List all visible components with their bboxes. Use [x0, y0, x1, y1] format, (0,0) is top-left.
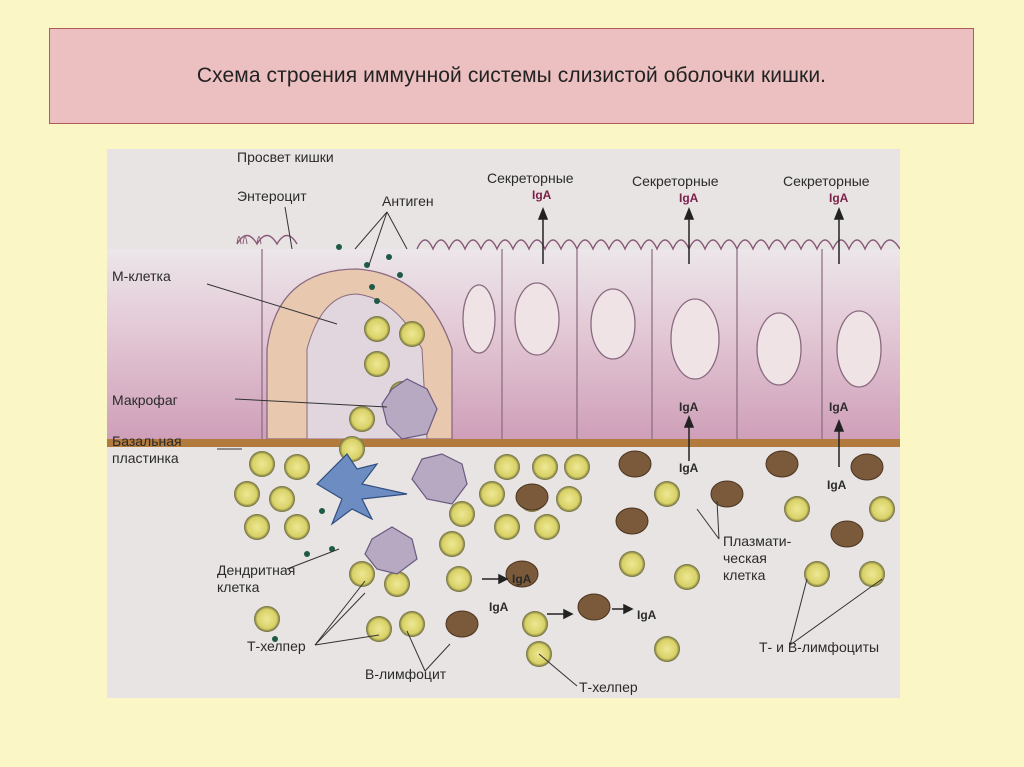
- label-iga-7: IgA: [827, 478, 847, 492]
- label-iga-6: IgA: [679, 461, 699, 475]
- slide-title: Схема строения иммунной системы слизисто…: [196, 64, 827, 87]
- label-iga-5: IgA: [829, 400, 849, 414]
- iga-arrows: [482, 206, 845, 620]
- label-antigen: Антиген: [382, 193, 434, 209]
- label-secretory-1: Секреторные: [487, 170, 574, 186]
- label-secretory-3: Секреторные: [783, 173, 870, 189]
- label-lumen: Просвет кишки: [237, 149, 334, 165]
- plasma-cells: [445, 450, 884, 638]
- label-plasma-3: клетка: [723, 567, 766, 583]
- label-dendritic-1: Дендритная: [217, 562, 295, 578]
- diagram-svg: Просвет кишки Энтероцит Антиген М-клетка…: [107, 149, 900, 695]
- label-b-lymphocyte: В-лимфоцит: [365, 666, 447, 682]
- macrophage-2: [411, 453, 468, 505]
- label-iga-secretory-3: IgA: [829, 191, 849, 205]
- cell-borders: [261, 249, 823, 439]
- label-tb-lymphocytes: Т- и В-лимфоциты: [759, 639, 879, 655]
- antigen-dots: [272, 244, 403, 642]
- label-secretory-2: Секреторные: [632, 173, 719, 189]
- label-iga-10: IgA: [637, 608, 657, 622]
- macrophage-3: [364, 526, 418, 575]
- label-iga-secretory-1: IgA: [532, 188, 552, 202]
- microvilli-left: [236, 236, 262, 245]
- dendritic-cell: [316, 453, 408, 526]
- macrophage: [381, 378, 438, 440]
- label-m-cell: М-клетка: [112, 268, 171, 284]
- microvilli-right: [416, 239, 900, 251]
- label-plasma-1: Плазмати-: [723, 533, 792, 549]
- label-iga-secretory-2: IgA: [679, 191, 699, 205]
- pointer-lines: [206, 206, 883, 687]
- label-basal-2: пластинка: [112, 450, 179, 466]
- label-iga-9: IgA: [489, 600, 509, 614]
- label-basal-1: Базальная: [112, 433, 182, 449]
- label-dendritic-2: клетка: [217, 579, 260, 595]
- label-t-helper-bottom: Т-хелпер: [579, 679, 638, 695]
- microvilli: [236, 234, 298, 246]
- basal-lamina: [107, 439, 900, 447]
- label-plasma-2: ческая: [723, 550, 767, 566]
- enterocyte-nuclei: [462, 282, 882, 388]
- label-enterocyte: Энтероцит: [237, 188, 307, 204]
- label-iga-8: IgA: [512, 572, 532, 586]
- title-box: Схема строения иммунной системы слизисто…: [49, 28, 974, 124]
- label-macrophage: Макрофаг: [112, 392, 178, 408]
- mucosa-diagram: Просвет кишки Энтероцит Антиген М-клетка…: [107, 149, 900, 698]
- label-iga-4: IgA: [679, 400, 699, 414]
- label-t-helper-left: Т-хелпер: [247, 638, 306, 654]
